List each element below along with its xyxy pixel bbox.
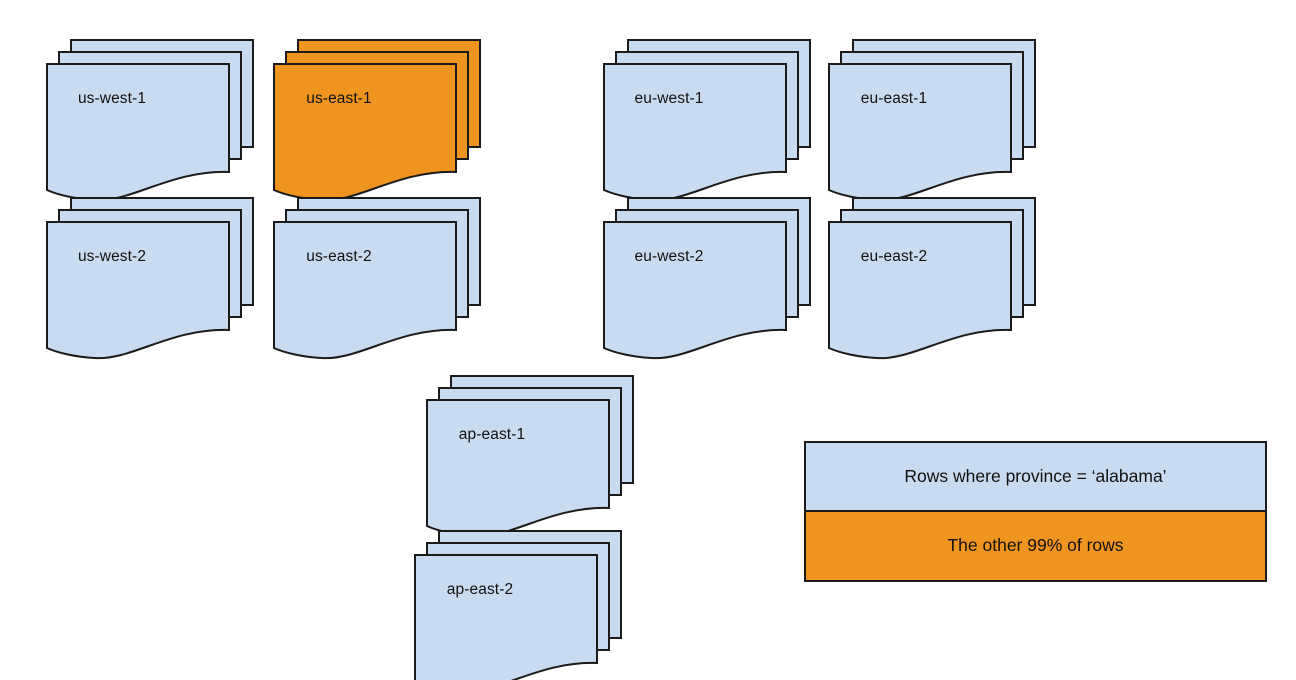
region-stack-ap-east-2[interactable]: ap-east-2 — [389, 529, 622, 680]
legend-item-other-rows-label: The other 99% of rows — [947, 535, 1124, 556]
region-stack-us-east-1[interactable]: us-east-1 — [248, 38, 481, 202]
region-stack-eu-west-1[interactable]: eu-west-1 — [578, 38, 811, 202]
document-sheet-front — [603, 63, 787, 202]
legend-item-alabama-rows-label: Rows where province = ‘alabama’ — [904, 465, 1167, 486]
region-stack-ap-east-1[interactable]: ap-east-1 — [401, 374, 634, 538]
legend-item-alabama-rows: Rows where province = ‘alabama’ — [806, 443, 1265, 512]
document-sheet-front — [273, 221, 457, 360]
document-sheet-front — [828, 63, 1012, 202]
legend-item-other-rows: The other 99% of rows — [806, 511, 1265, 580]
region-stack-eu-east-2[interactable]: eu-east-2 — [803, 196, 1036, 360]
legend: Rows where province = ‘alabama’ The othe… — [804, 441, 1267, 582]
document-sheet-front — [46, 221, 230, 360]
region-stack-us-east-2[interactable]: us-east-2 — [248, 196, 481, 360]
document-sheet-front — [603, 221, 787, 360]
region-stack-us-west-1[interactable]: us-west-1 — [21, 38, 254, 202]
document-sheet-front — [414, 554, 598, 680]
document-sheet-front — [46, 63, 230, 202]
document-sheet-front — [273, 63, 457, 202]
region-stack-eu-west-2[interactable]: eu-west-2 — [578, 196, 811, 360]
region-stack-us-west-2[interactable]: us-west-2 — [21, 196, 254, 360]
document-sheet-front — [426, 399, 610, 538]
document-sheet-front — [828, 221, 1012, 360]
region-stack-eu-east-1[interactable]: eu-east-1 — [803, 38, 1036, 202]
